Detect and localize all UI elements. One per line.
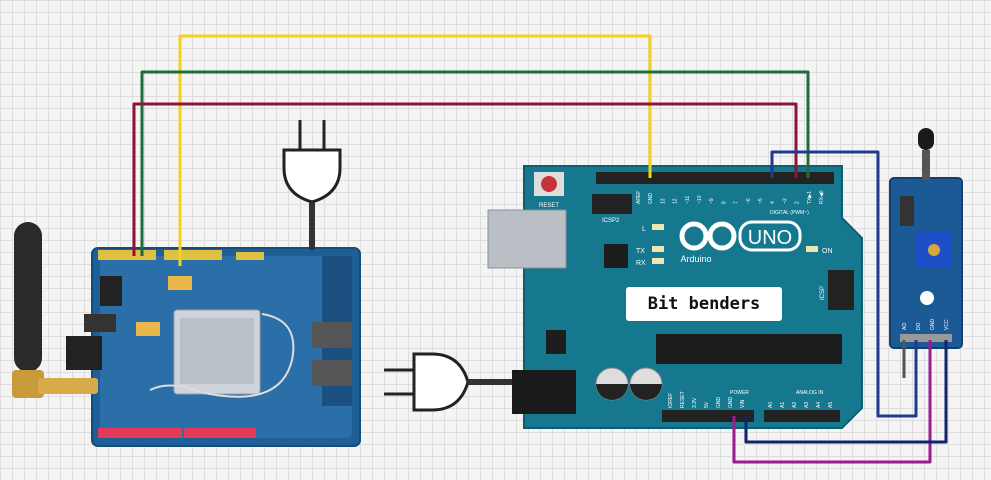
pin-label: A4: [816, 402, 822, 408]
usb-port: [487, 209, 567, 269]
shield-capacitor: [168, 276, 192, 290]
pin-label: 8: [721, 201, 727, 204]
l-label: L: [642, 226, 646, 233]
digital-pin-labels: AREF GND 13 12 ~11 ~10 ~9 8 7 ~6 ~5 4 ~3 2 TX▶1 RX◀0: [636, 190, 825, 204]
pin-label: IOREF: [668, 393, 674, 408]
arduino-brand: Arduino: [680, 254, 711, 264]
dc-jack: [512, 370, 576, 414]
sensor-chip: [900, 196, 914, 226]
led-tx: [652, 246, 664, 252]
audio-jack-2: [312, 360, 352, 386]
led-rx: [652, 258, 664, 264]
pin-label: 3.3V: [692, 397, 698, 408]
analog-pin-labels: A0 A1 A2 A3 A4 A5: [768, 402, 834, 408]
reset-label: RESET: [539, 203, 559, 209]
pin-label: GND: [716, 397, 722, 409]
pin-label: A2: [792, 402, 798, 408]
pin-label: 13: [660, 198, 666, 204]
pin-label: ~9: [709, 198, 715, 204]
shield-header-bottom-right: [184, 428, 256, 438]
power-pin-labels: IOREF RESET 3.3V 5V GND GND VIN: [668, 391, 746, 408]
wire-magenta[interactable]: [732, 340, 932, 464]
uno-logo-text: UNO: [748, 227, 792, 249]
analog-header: [764, 410, 840, 422]
pin-label: GND: [728, 397, 734, 409]
pin-label: ~11: [685, 196, 691, 204]
wire-yellow[interactable]: [178, 34, 652, 266]
rx-label: RX: [636, 260, 646, 267]
pin-label: AO: [902, 323, 908, 330]
sensor-header: [900, 334, 952, 342]
shield-switch: [84, 314, 116, 332]
digital-header: [596, 172, 834, 184]
pin-label: 7: [734, 201, 740, 204]
digital-label: DIGITAL (PWM~): [770, 210, 809, 216]
shield-dc-jack: [66, 336, 102, 370]
led-on: [806, 246, 818, 252]
on-label: ON: [822, 248, 833, 255]
wire-red[interactable]: [132, 102, 798, 256]
gsm-shield[interactable]: [66, 247, 361, 447]
icsp-label: ICSP: [820, 286, 826, 300]
analog-label: ANALOG IN: [796, 390, 824, 396]
shield-header-bottom-left: [98, 428, 182, 438]
uno-logo-frame: [738, 220, 802, 252]
sim-module-chip: [180, 318, 254, 384]
pin-label: GND: [930, 319, 936, 331]
pin-label: A5: [828, 402, 834, 408]
pin-label: A0: [768, 402, 774, 408]
sensor-pin-labels: AO DO GND VCC: [902, 319, 950, 331]
pin-label: DO: [916, 322, 922, 330]
pin-label: ~3: [782, 198, 788, 204]
pin-label: 4: [770, 201, 776, 204]
power-plug-icon: [384, 352, 514, 412]
pin-label: ~10: [697, 195, 703, 204]
icsp2-header: [592, 194, 632, 214]
power-header: [662, 410, 754, 422]
led-l: [652, 224, 664, 230]
pin-label: TX▶1: [807, 191, 813, 204]
icsp2-label: ICSP2: [602, 218, 620, 224]
wires: [132, 34, 948, 464]
antenna-cable: [149, 313, 295, 398]
arduino-infinity-icon: [679, 221, 737, 251]
shield-capacitor-2: [136, 322, 160, 336]
pin-label: A1: [780, 402, 786, 408]
pin-label: VIN: [740, 399, 746, 408]
audio-jack-1: [312, 322, 352, 348]
atmega-chip: [656, 334, 842, 364]
project-label: Bit benders: [626, 287, 782, 321]
power-label: POWER: [730, 390, 749, 396]
pin-label: GND: [648, 193, 654, 205]
usb-chip: [604, 244, 628, 268]
pin-label: ~6: [746, 198, 752, 204]
shield-regulator: [100, 276, 122, 306]
pin-label: AREF: [636, 191, 642, 204]
wire-navy[interactable]: [744, 340, 948, 444]
regulator: [546, 330, 566, 354]
pin-label: 5V: [704, 401, 710, 408]
wire-green[interactable]: [140, 70, 810, 256]
antenna-icon: [12, 222, 98, 398]
mount-hole: [920, 291, 934, 305]
pin-label: 2: [795, 201, 801, 204]
tx-label: TX: [636, 248, 645, 255]
icsp-header: [828, 270, 854, 310]
flame-ir-led: [918, 128, 934, 150]
pin-label: A3: [804, 402, 810, 408]
shield-header-top: [98, 250, 264, 260]
pin-label: ~5: [758, 198, 764, 204]
power-plug-icon: [282, 120, 342, 250]
pin-label: RESET: [680, 391, 686, 408]
pin-label: RX◀0: [819, 190, 825, 204]
flame-sensor-module[interactable]: AO DO GND VCC: [889, 128, 963, 349]
pin-label: VCC: [944, 319, 950, 330]
wire-blue-top[interactable]: [770, 150, 918, 418]
pin-label: 12: [673, 198, 679, 204]
